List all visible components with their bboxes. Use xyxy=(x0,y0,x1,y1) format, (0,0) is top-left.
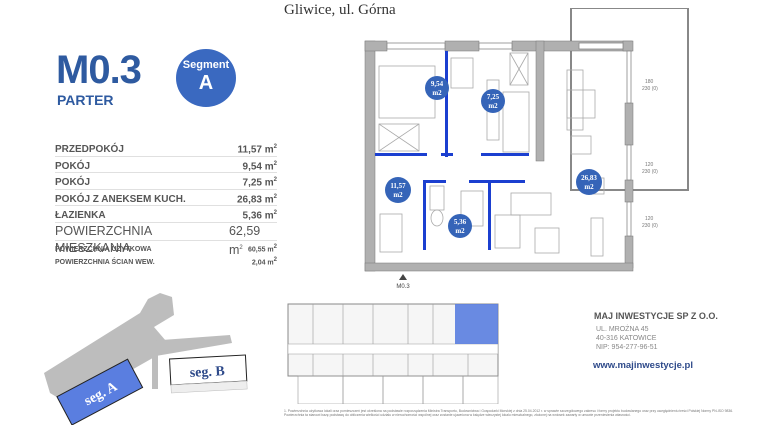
company-name: MAJ INWESTYCJE SP Z O.O. xyxy=(594,311,718,321)
company-street: UL. MROŻNA 45 xyxy=(596,326,649,333)
bubble-pokoj-2: 7,25 xyxy=(487,93,500,101)
room-name: POKÓJ xyxy=(55,177,91,189)
segment-b-block: seg. B xyxy=(169,354,248,394)
usable-area-row: POWIERZCHNIA UŻYTKOWA 60,55 m2 xyxy=(55,241,277,254)
svg-text:230 (0): 230 (0) xyxy=(642,223,658,229)
svg-text:m2: m2 xyxy=(488,102,498,110)
room-area: 26,83 m2 xyxy=(236,193,277,205)
usable-area-value: 60,55 m2 xyxy=(247,243,277,253)
room-area: 9,54 m2 xyxy=(242,160,277,172)
room-row: PRZEDPOKÓJ 11,57 m2 xyxy=(55,140,277,157)
svg-text:230 (0): 230 (0) xyxy=(642,169,658,175)
svg-text:m2: m2 xyxy=(432,89,442,97)
segment-badge-label: Segment xyxy=(182,59,230,71)
company-city: 40-316 KATOWICE xyxy=(596,335,657,342)
svg-text:120: 120 xyxy=(645,216,654,222)
windows xyxy=(386,42,632,237)
bubble-przedpokoj: 11,57 xyxy=(390,182,406,190)
svg-text:m2: m2 xyxy=(584,183,594,191)
room-row: POKÓJ 7,25 m2 xyxy=(55,173,277,190)
company-nip: NIP: 954-277-96-51 xyxy=(596,344,658,351)
site-map: seg. A seg. B xyxy=(44,293,248,425)
apartment-code: M0.3 xyxy=(56,48,142,92)
bubble-pokoj-1: 9,54 xyxy=(431,80,444,88)
segment-b-label: seg. B xyxy=(189,364,225,381)
room-name: ŁAZIENKA xyxy=(55,210,106,222)
area-footnote: 1. Powierzchnia użytkowa lokali oraz pom… xyxy=(284,409,734,418)
bubble-pokoj-aneks: 26,83 xyxy=(581,174,597,182)
company-website-link[interactable]: www.majinwestycje.pl xyxy=(593,360,693,371)
highlighted-walls xyxy=(375,51,529,250)
room-name: PRZEDPOKÓJ xyxy=(55,144,124,156)
room-row: POKÓJ 9,54 m2 xyxy=(55,157,277,173)
bubble-lazienka: 5,36 xyxy=(454,218,467,226)
svg-text:180: 180 xyxy=(645,79,654,85)
room-area: 5,36 m2 xyxy=(242,210,277,222)
window-dimensions: 180 230 (0) 120 230 (0) 120 230 (0) xyxy=(642,79,658,229)
svg-text:230 (0): 230 (0) xyxy=(642,86,658,92)
furniture xyxy=(378,52,605,257)
entrance-label: M0.3 xyxy=(396,284,410,290)
room-area: 7,25 m2 xyxy=(242,177,277,189)
apartment-area-label: POWIERZCHNIA MIESZKANIA xyxy=(55,223,152,255)
room-name: POKÓJ Z ANEKSEM KUCH. xyxy=(55,193,186,205)
inner-walls-value: 2,04 m2 xyxy=(251,256,277,266)
room-row: POKÓJ Z ANEKSEM KUCH. 26,83 m2 xyxy=(55,190,277,206)
room-area: 11,57 m2 xyxy=(237,144,278,156)
site-footprint xyxy=(44,293,232,405)
usable-area-label: POWIERZCHNIA UŻYTKOWA xyxy=(55,245,152,253)
project-address: Gliwice, ul. Górna xyxy=(284,2,396,18)
apartment-area-row: POWIERZCHNIA MIESZKANIA 62,59 m2 xyxy=(55,223,277,257)
inner-walls-label: POWIERZCHNIA ŚCIAN WEW. xyxy=(55,258,155,266)
svg-text:120: 120 xyxy=(645,162,654,168)
svg-text:m2: m2 xyxy=(455,227,465,235)
apartment-area-value: 62,59 m2 xyxy=(228,223,261,257)
inner-walls-row: POWIERZCHNIA ŚCIAN WEW. 2,04 m2 xyxy=(55,254,277,267)
floor-label: PARTER xyxy=(57,92,114,108)
building-floor-overview xyxy=(287,303,499,404)
segment-a-block: seg. A xyxy=(56,358,144,425)
room-name: POKÓJ xyxy=(55,160,91,172)
room-row: ŁAZIENKA 5,36 m2 xyxy=(55,206,277,223)
segment-badge-letter: A xyxy=(198,72,214,94)
svg-text:m2: m2 xyxy=(393,191,403,199)
apartment-floorplan: 9,54 m2 7,25 m2 11,57 m2 5,36 m2 26,83 m… xyxy=(364,8,689,290)
entrance-arrow-icon xyxy=(399,274,407,280)
highlighted-apartment xyxy=(455,304,498,344)
room-area-table: PRZEDPOKÓJ 11,57 m2 POKÓJ 9,54 m2 POKÓJ … xyxy=(55,140,277,267)
segment-badge: Segment A xyxy=(176,49,236,107)
